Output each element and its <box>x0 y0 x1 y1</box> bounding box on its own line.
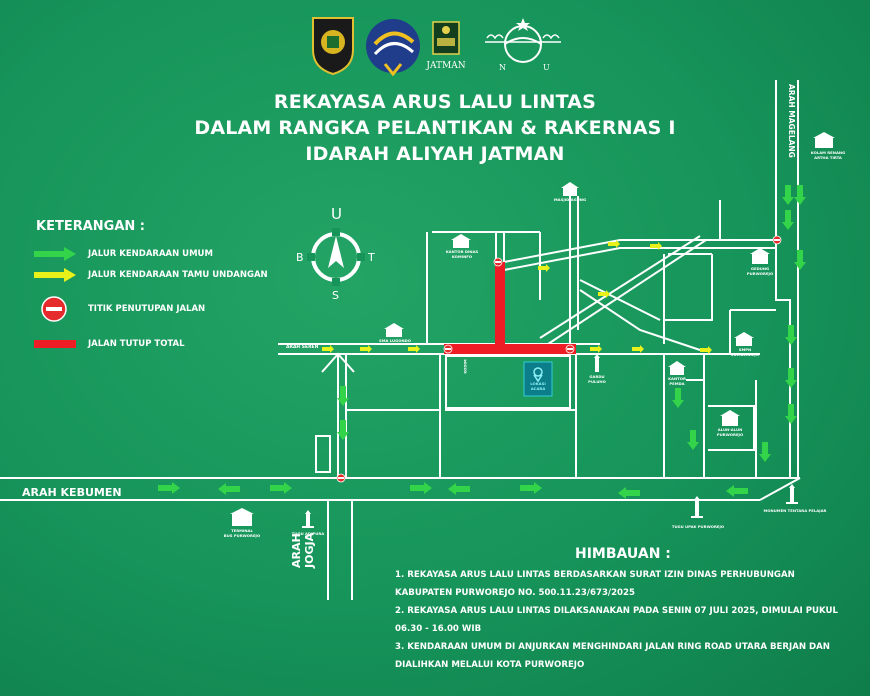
street-seren-label: ARAH SEREN <box>286 345 319 350</box>
legend-title: KETERANGAN : <box>36 219 145 234</box>
landmark-gardu: GARDU PULUHO <box>588 374 606 384</box>
legend-label: JALUR KENDARAAN TAMU UNDANGAN <box>88 270 268 280</box>
closed-roads <box>444 262 576 354</box>
notice-line-5: 3. KENDARAAN UMUM DI ANJURKAN MENGHINDAR… <box>395 642 831 652</box>
title-line-1: REKAYASA ARUS LALU LINTAS <box>273 91 597 113</box>
landmark-sma: SMA LUGONDO <box>378 338 412 343</box>
title-line-3: IDARAH ALIYAH JATMAN <box>305 143 565 165</box>
jatman-logo: JATMAN <box>425 21 466 71</box>
dishub-logo <box>366 19 420 76</box>
landmark-tugu-upak: TUGU UPAK PURWOREJO <box>671 524 725 529</box>
compass-east: T <box>368 251 375 264</box>
no-entry-icon <box>336 473 346 483</box>
terminal-building-icon <box>230 508 254 526</box>
landmark-kodim: KODIM <box>462 359 468 374</box>
no-entry-icon <box>772 235 782 245</box>
building-icons <box>230 132 835 528</box>
mosque-icon <box>561 182 579 196</box>
landmark-masjid: MASJID AGUNG <box>553 197 587 202</box>
office-building-icon <box>451 234 471 248</box>
green-arrow-icon <box>34 247 76 261</box>
notice-line-6: DIALIHKAN MELALUI KOTA PURWOREJO <box>395 660 585 670</box>
notice-line-3: 2. REKAYASA ARUS LALU LINTAS DILAKSANAKA… <box>395 606 838 616</box>
legend-label: TITIK PENUTUPAN JALAN <box>88 304 206 314</box>
nu-letter-u: U <box>543 63 550 72</box>
monument-icon <box>691 496 703 518</box>
nu-logo: N U <box>485 18 561 72</box>
monument-icon <box>302 510 314 528</box>
monument-icon <box>786 484 798 504</box>
closure-points <box>336 235 782 483</box>
landmark-monumen: MONUMEN TENTARA PELAJAR <box>763 508 827 513</box>
legend-label: JALUR KENDARAAN UMUM <box>88 249 213 259</box>
event-location-marker <box>523 361 553 397</box>
nu-letter-n: N <box>499 63 506 72</box>
notice-line-2: KABUPATEN PURWOREJO NO. 500.11.23/673/20… <box>395 588 635 598</box>
header-logos: JATMAN N U <box>312 17 561 76</box>
legend-item-guest: JALUR KENDARAAN TAMU UNDANGAN <box>34 266 268 284</box>
compass-west: B <box>296 251 304 264</box>
legend-item-public: JALUR KENDARAAN UMUM <box>34 245 213 263</box>
monument-icon <box>594 354 600 372</box>
landmark-tugu-adipura: TUGU ADIPURA <box>291 531 325 536</box>
no-entry-icon <box>493 257 503 267</box>
guest-route-arrows <box>322 240 712 354</box>
jatman-caption: JATMAN <box>425 61 465 71</box>
square-building-icon <box>720 410 740 426</box>
legend-item-full-closure: JALAN TUTUP TOTAL <box>34 335 185 353</box>
notice-line-4: 06.30 - 16.00 WIB <box>395 624 482 634</box>
compass-north: U <box>331 205 342 223</box>
title-line-2: DALAM RANGKA PELANTIKAN & RAKERNAS I <box>194 117 676 139</box>
notice-title: HIMBAUAN : <box>575 546 671 562</box>
direction-magelang: ARAH MAGELANG <box>787 84 796 158</box>
no-entry-icon <box>565 344 575 354</box>
public-route-arrows <box>158 185 806 499</box>
pool-building-icon <box>813 132 835 148</box>
purworejo-regency-seal <box>312 17 354 76</box>
government-building-icon <box>668 361 686 375</box>
direction-kebumen: ARAH KEBUMEN <box>22 486 122 499</box>
notice-line-1: 1. REKAYASA ARUS LALU LINTAS BERDASARKAN… <box>395 570 795 580</box>
legend-label: JALAN TUTUP TOTAL <box>88 339 185 349</box>
compass-icon <box>307 228 365 286</box>
yellow-arrow-icon <box>34 268 76 282</box>
school-building-icon <box>384 323 404 337</box>
hall-building-icon <box>750 248 770 264</box>
red-bar-icon <box>34 340 76 348</box>
no-entry-icon <box>41 296 67 322</box>
landmark-pemda: KANTOR PEMDA <box>668 376 686 386</box>
no-entry-icon <box>443 344 453 354</box>
compass-south: S <box>332 289 339 302</box>
legend-item-closure: TITIK PENUTUPAN JALAN <box>34 296 206 322</box>
school-building-icon <box>734 332 754 346</box>
